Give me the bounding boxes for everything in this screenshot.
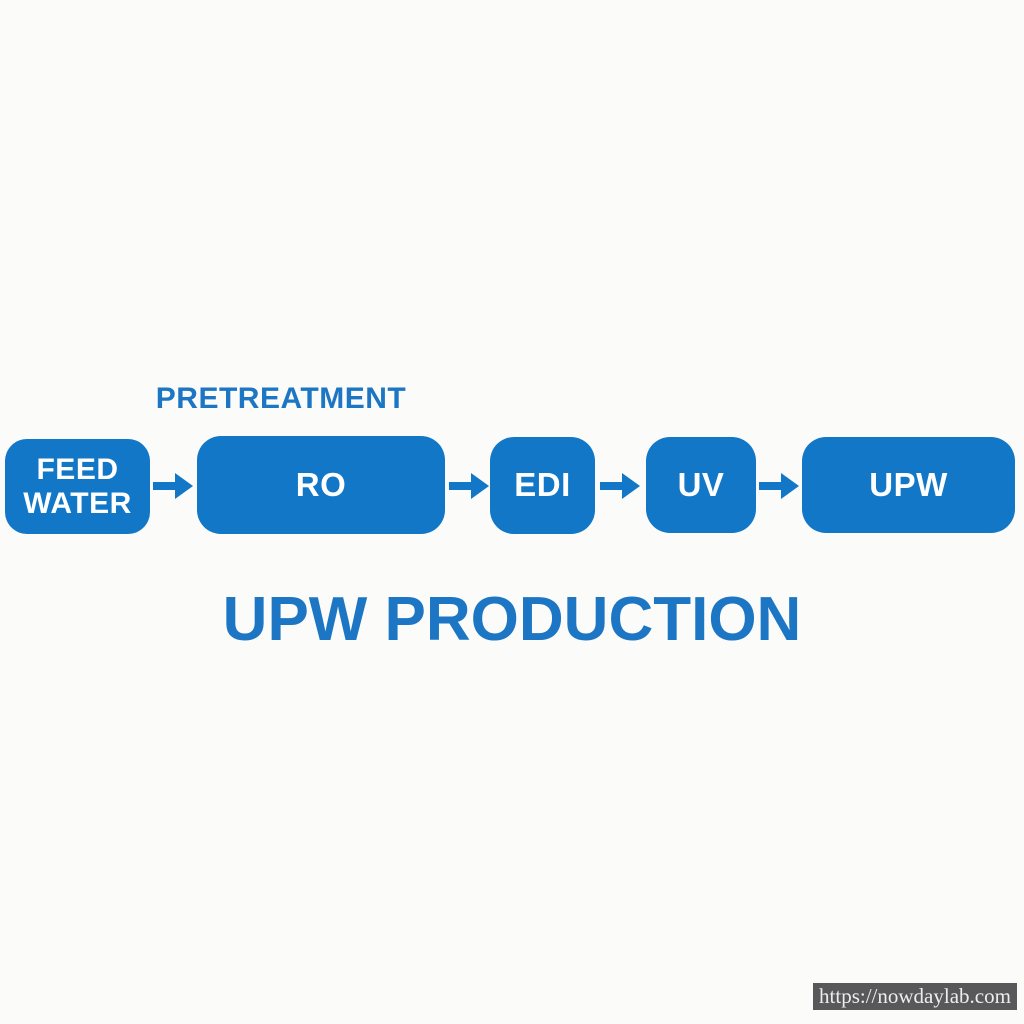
flow-arrow-right-icon [153,470,193,502]
flow-node-uv-label: UV [677,465,725,503]
flow-node-feed-water: FEED WATER [5,439,150,534]
flow-node-edi-label: EDI [514,466,571,504]
flow-arrow-right-icon [759,470,799,502]
flow-arrow-right-icon [449,470,489,502]
flow-node-uv: UV [646,437,756,533]
flow-node-ro: RO [197,436,445,534]
flow-node-ro-label: RO [295,465,347,503]
diagram-title: UPW PRODUCTION [222,585,802,654]
flow-node-edi: EDI [490,437,595,534]
flow-node-upw-label: UPW [869,465,948,503]
flow-node-upw: UPW [802,437,1015,533]
watermark-url: https://nowdaylab.com [813,983,1017,1010]
flow-node-feed-water-label: FEED WATER [23,452,132,520]
flow-arrow-right-icon [600,470,640,502]
pretreatment-stage-label: PRETREATMENT [155,382,407,415]
